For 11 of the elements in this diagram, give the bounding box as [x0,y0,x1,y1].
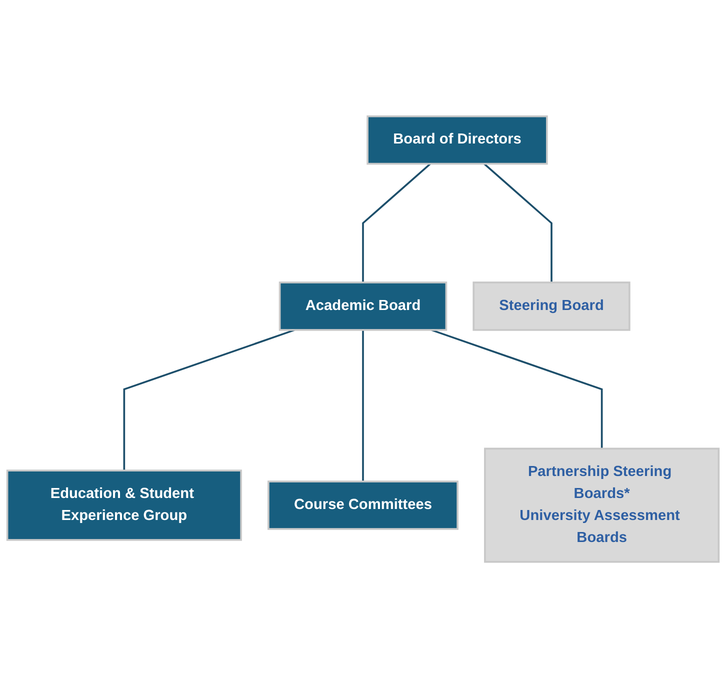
node-box: Steering Board [472,282,630,332]
connector [123,330,296,471]
connector [362,164,431,283]
connector [484,164,552,283]
node-box: Education & Student Experience Group [6,470,242,542]
node-box: Partnership Steering Boards* University Assessment Boards [484,448,720,564]
node-box: Academic Board [278,282,448,332]
node-box: Course Committees [268,481,458,530]
connector [362,330,364,482]
connector [430,330,603,450]
node-box: Board of Directors [366,116,548,166]
